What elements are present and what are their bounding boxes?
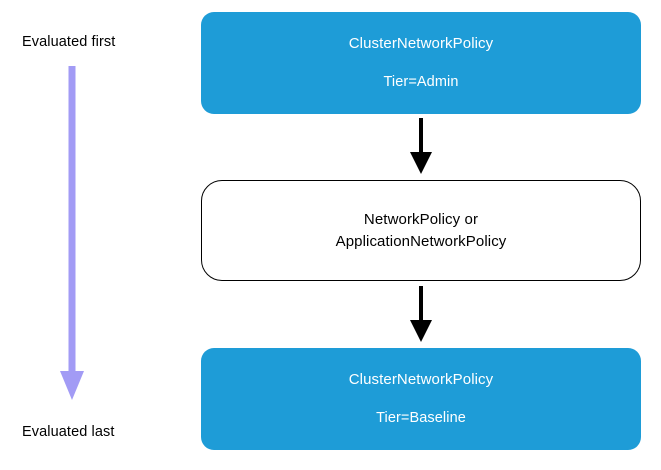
node-line-2: ApplicationNetworkPolicy	[335, 232, 507, 250]
node-cluster-network-policy-admin[interactable]: ClusterNetworkPolicy Tier=Admin	[201, 12, 641, 114]
evaluated-first-label: Evaluated first	[22, 34, 116, 50]
arrow-down-icon-namespaced-to-baseline	[410, 286, 432, 342]
arrow-down-icon-admin-to-namespaced	[410, 118, 432, 174]
node-subtitle: Tier=Baseline	[376, 410, 466, 427]
evaluated-last-label: Evaluated last	[22, 424, 115, 440]
node-title: ClusterNetworkPolicy	[348, 35, 494, 53]
node-namespaced-network-policy[interactable]: NetworkPolicy or ApplicationNetworkPolic…	[201, 180, 641, 281]
node-line-1: NetworkPolicy or	[363, 210, 479, 228]
node-cluster-network-policy-baseline[interactable]: ClusterNetworkPolicy Tier=Baseline	[201, 348, 641, 450]
node-title: ClusterNetworkPolicy	[348, 371, 494, 389]
evaluation-order-arrow-icon	[60, 66, 84, 400]
node-subtitle: Tier=Admin	[383, 74, 459, 91]
